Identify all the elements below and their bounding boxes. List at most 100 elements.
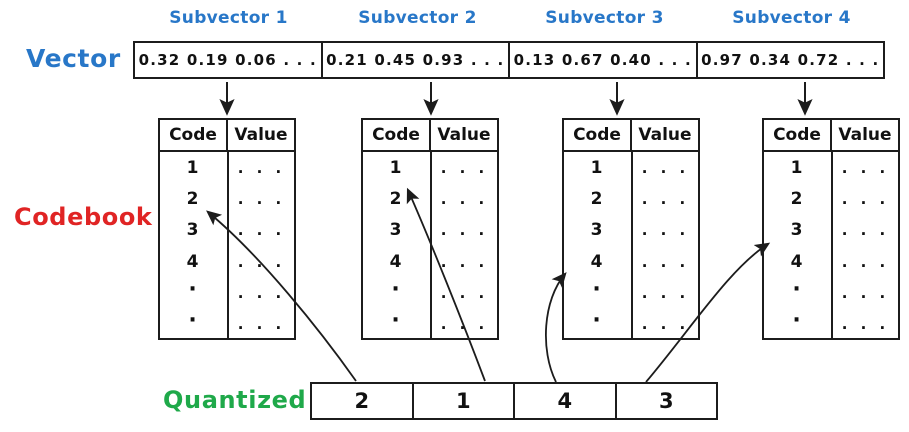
value-cell: . . . <box>641 221 690 240</box>
value-cell: . . . <box>841 221 890 240</box>
codebook-column-divider-4 <box>831 152 833 340</box>
code-cell: · <box>792 276 801 302</box>
value-cell: . . . <box>841 158 890 177</box>
value-cell: . . . <box>440 158 489 177</box>
value-cell: . . . <box>440 283 489 302</box>
codebook-header-value-1: Value <box>234 125 288 145</box>
table-row: 3 . . . <box>564 215 698 246</box>
table-row: 1 . . . <box>160 152 294 183</box>
codebook-header-row-3: Code Value <box>564 120 698 152</box>
code-cell: · <box>188 276 197 302</box>
value-cell: . . . <box>237 315 286 334</box>
table-row: 1 . . . <box>764 152 898 183</box>
code-cell: 2 <box>590 188 603 209</box>
value-cell: . . . <box>641 158 690 177</box>
table-row: 2 . . . <box>764 183 898 214</box>
codebook-header-code-3: Code <box>564 120 632 150</box>
code-cell: 2 <box>790 188 803 209</box>
code-cell: · <box>188 308 197 334</box>
value-cell: . . . <box>841 315 890 334</box>
vector-strip: 0.32 0.19 0.06 . . . 0.21 0.45 0.93 . . … <box>133 41 885 79</box>
value-cell: . . . <box>641 315 690 334</box>
code-cell: 1 <box>790 157 803 178</box>
value-cell: . . . <box>841 252 890 271</box>
table-row: · . . . <box>764 309 898 340</box>
code-cell: 4 <box>790 251 803 272</box>
table-row: 3 . . . <box>764 215 898 246</box>
value-cell: . . . <box>440 252 489 271</box>
code-cell: 1 <box>186 157 199 178</box>
table-row: 4 . . . <box>764 246 898 277</box>
value-cell: . . . <box>641 189 690 208</box>
value-cell: . . . <box>237 252 286 271</box>
codebook-header-code-1: Code <box>160 120 228 150</box>
table-row: 4 . . . <box>363 246 497 277</box>
value-cell: . . . <box>440 315 489 334</box>
vector-row-label: Vector <box>26 44 121 73</box>
codebook-header-code-2: Code <box>363 120 431 150</box>
codebook-body-3: 1 . . . 2 . . . 3 . . . 4 . . . · . . <box>564 152 698 340</box>
table-row: · . . . <box>160 309 294 340</box>
subvector-caption-1: Subvector 1 <box>169 8 288 28</box>
quantized-cell-3: 4 <box>515 384 617 418</box>
code-cell: 4 <box>186 251 199 272</box>
table-row: · . . . <box>160 277 294 308</box>
code-cell: 1 <box>590 157 603 178</box>
codebook-row-label: Codebook <box>14 203 153 231</box>
value-cell: . . . <box>237 283 286 302</box>
vector-segment-4: 0.97 0.34 0.72 . . . <box>701 51 880 69</box>
table-row: 1 . . . <box>363 152 497 183</box>
code-cell: 3 <box>590 220 603 241</box>
quantized-strip: 2 1 4 3 <box>310 382 718 420</box>
codebook-table-4: Code Value 1 . . . 2 . . . 3 . . . 4 <box>762 118 900 340</box>
codebook-table-1: Code Value 1 . . . 2 . . . 3 . . . 4 <box>158 118 296 340</box>
code-cell: 4 <box>590 251 603 272</box>
code-cell: 3 <box>186 220 199 241</box>
value-cell: . . . <box>237 221 286 240</box>
value-cell: . . . <box>641 283 690 302</box>
value-cell: . . . <box>841 189 890 208</box>
codebook-body-1: 1 . . . 2 . . . 3 . . . 4 . . . · . . <box>160 152 294 340</box>
table-row: 2 . . . <box>160 183 294 214</box>
table-row: 3 . . . <box>160 215 294 246</box>
codebook-header-value-2: Value <box>437 125 491 145</box>
subvector-caption-2: Subvector 2 <box>358 8 477 28</box>
table-row: · . . . <box>764 277 898 308</box>
value-cell: . . . <box>841 283 890 302</box>
codebook-table-2: Code Value 1 . . . 2 . . . 3 . . . 4 <box>361 118 499 340</box>
code-cell: · <box>391 308 400 334</box>
table-row: · . . . <box>363 277 497 308</box>
vector-segment-3: 0.13 0.67 0.40 . . . <box>510 43 698 77</box>
vector-segment-2: 0.21 0.45 0.93 . . . <box>323 43 510 77</box>
code-cell: · <box>391 276 400 302</box>
quantized-row-label: Quantized <box>163 386 307 414</box>
code-cell: 3 <box>389 220 402 241</box>
code-cell: 3 <box>790 220 803 241</box>
codebook-header-row-4: Code Value <box>764 120 898 152</box>
codebook-header-value-3: Value <box>638 125 692 145</box>
code-cell: · <box>592 276 601 302</box>
table-row: 2 . . . <box>363 183 497 214</box>
value-cell: . . . <box>440 189 489 208</box>
table-row: 1 . . . <box>564 152 698 183</box>
quantized-cell-1: 2 <box>312 384 414 418</box>
code-cell: 2 <box>186 188 199 209</box>
table-row: 2 . . . <box>564 183 698 214</box>
codebook-header-code-4: Code <box>764 120 832 150</box>
code-cell: · <box>592 308 601 334</box>
table-row: · . . . <box>564 277 698 308</box>
codebook-header-row-1: Code Value <box>160 120 294 152</box>
value-cell: . . . <box>440 221 489 240</box>
value-cell: . . . <box>237 158 286 177</box>
quantized-cell-4: 3 <box>658 389 674 413</box>
table-row: 3 . . . <box>363 215 497 246</box>
codebook-body-4: 1 . . . 2 . . . 3 . . . 4 . . . · . . <box>764 152 898 340</box>
codebook-header-value-4: Value <box>838 125 892 145</box>
value-cell: . . . <box>237 189 286 208</box>
value-cell: . . . <box>641 252 690 271</box>
code-cell: 2 <box>389 188 402 209</box>
code-cell: 4 <box>389 251 402 272</box>
vector-segment-1: 0.32 0.19 0.06 . . . <box>135 43 323 77</box>
code-cell: 1 <box>389 157 402 178</box>
